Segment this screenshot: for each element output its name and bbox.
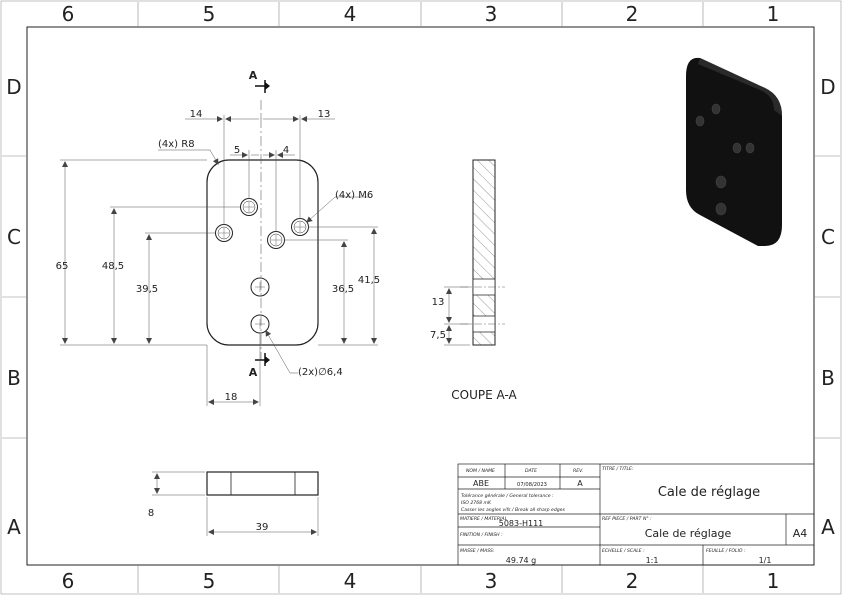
dim-13: 13 [318,109,331,120]
tb-material-label: MATIERE / MATERIAL [460,516,508,522]
tb-format: A4 [793,527,808,540]
plate-outline [206,159,319,346]
col-label-1-bottom: 1 [767,569,780,593]
tb-rev-label: REV. [573,468,583,474]
col-label-3-top: 3 [485,2,498,26]
dim-4: 4 [283,145,289,156]
col-label-5-top: 5 [203,2,216,26]
dim-41-5: 41,5 [358,275,380,286]
tb-date-label: DATE [525,468,537,474]
tb-scale: 1:1 [646,556,659,565]
tb-edges-note: Casser les angles vifs / Break all sharp… [461,507,566,513]
col-label-2-top: 2 [626,2,639,26]
row-label-a-left: A [7,515,21,539]
tb-tolerance-value: ISO 2768 mK [461,500,492,506]
dim-48-5: 48,5 [102,261,124,272]
tb-part-ref-label: REF PIECE / PART N° : [602,516,652,522]
tb-name-label: NOM / NAME [466,468,495,474]
col-label-2-bottom: 2 [626,569,639,593]
row-label-d-right: D [820,75,835,99]
dim-section-7-5: 7,5 [430,330,446,341]
title-block: NOM / NAME DATE REV. ABE 07/08/2023 A To… [457,463,815,566]
section-marker-bottom: A [249,366,258,379]
tb-name: ABE [473,479,489,488]
row-label-c-left: C [7,225,21,249]
row-label-b-left: B [7,366,21,390]
tb-sheet-label: FEUILLE / FOLIO : [706,548,746,554]
dim-section-13: 13 [432,297,445,308]
dim-18: 18 [225,392,238,403]
row-label-d-left: D [6,75,21,99]
iso-plate-front [686,57,782,247]
dim-14: 14 [190,109,203,120]
dim-36-5: 36,5 [332,284,354,295]
inner-frame [26,26,815,566]
tb-scale-label: ECHELLE / SCALE : [602,548,645,554]
dim-39: 39 [256,522,269,533]
row-label-c-right: C [821,225,835,249]
col-label-5-bottom: 5 [203,569,216,593]
col-label-6-bottom: 6 [62,569,75,593]
tb-date: 07/08/2023 [517,482,547,488]
isometric-view [686,57,782,247]
iso-plate-edge [698,58,782,116]
col-label-1-top: 1 [767,2,780,26]
col-label-4-bottom: 4 [344,569,357,593]
tb-finish-label: FINITION / FINISH : [460,532,503,538]
dim-65: 65 [56,261,69,272]
callout-radius: (4x) R8 [158,139,195,150]
col-label-4-top: 4 [344,2,357,26]
row-label-b-right: B [821,366,835,390]
dimension-lines [60,115,378,406]
tb-part-ref: Cale de réglage [645,527,732,540]
front-view: A A [56,69,380,406]
dim-5: 5 [234,145,240,156]
bottom-view: 8 39 [148,471,319,536]
tb-material: 5083-H111 [499,519,544,528]
tb-title-label: TITRE / TITLE: [602,466,634,472]
col-label-3-bottom: 3 [485,569,498,593]
tb-title: Cale de réglage [658,485,760,500]
through-hole-1 [250,277,270,297]
tb-tolerance-label: Tolérance générale / General tolerance : [461,492,554,499]
section-view: 13 7,5 COUPE A-A [430,159,518,402]
row-label-a-right: A [821,515,835,539]
hole-centre-marks [219,202,305,329]
dim-8: 8 [148,508,154,519]
hole-group [215,198,309,334]
section-marker-top: A [249,69,258,82]
tb-mass-label: MASSE / MASS: [460,548,495,554]
tb-sheet: 1/1 [759,556,772,565]
dim-39-5: 39,5 [136,284,158,295]
callout-through-holes: (2x)∅6,4 [298,367,343,378]
tb-mass: 49.74 g [506,556,537,565]
col-label-6-top: 6 [62,2,75,26]
plate-side [206,471,319,496]
tb-rev: A [577,479,583,488]
callout-thread: (4x) M6 [335,190,373,201]
section-caption: COUPE A-A [451,388,517,402]
